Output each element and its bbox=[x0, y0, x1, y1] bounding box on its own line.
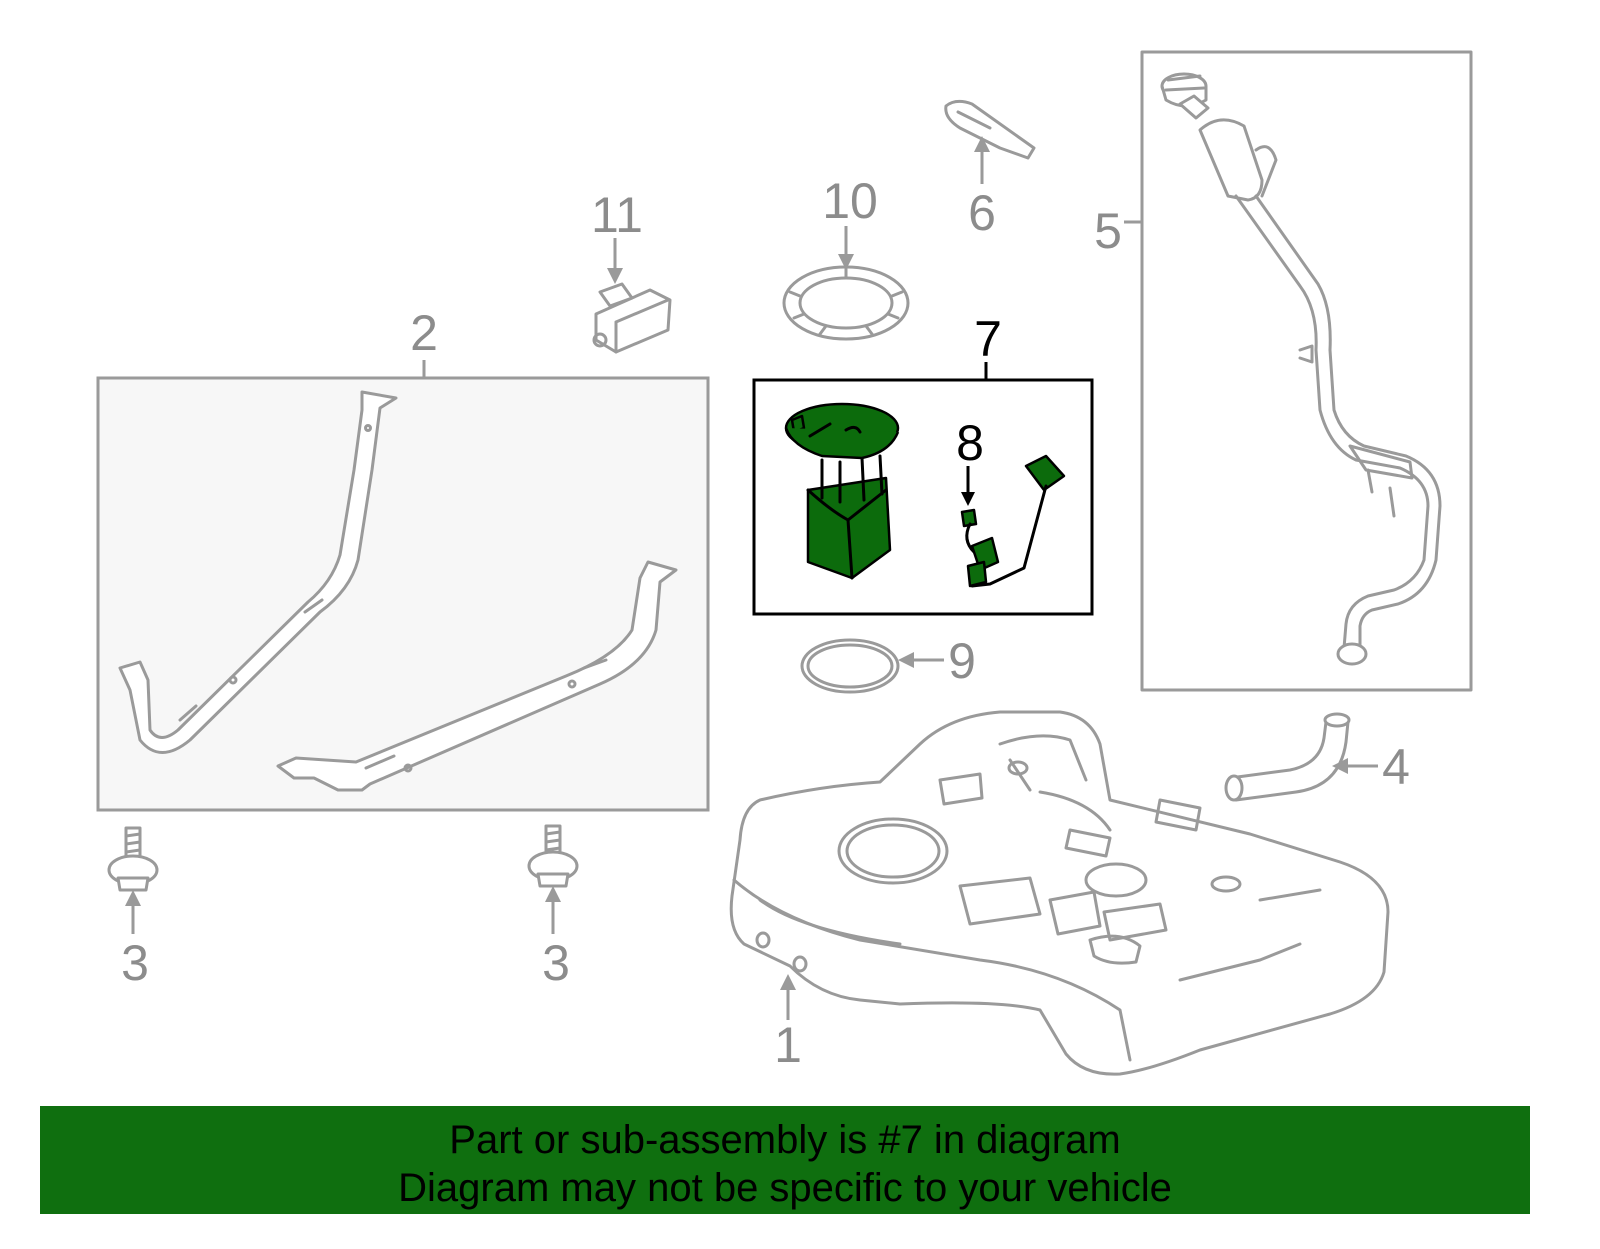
callout-4: 4 bbox=[1382, 739, 1410, 795]
level-sender-part-8 bbox=[960, 454, 1066, 588]
callout-11: 11 bbox=[591, 187, 643, 243]
strap-group bbox=[96, 376, 710, 812]
callout-1: 1 bbox=[774, 1017, 802, 1073]
leader-lines bbox=[125, 136, 1378, 1020]
callout-9: 9 bbox=[948, 633, 976, 689]
callout-6: 6 bbox=[968, 185, 996, 241]
callout-3-left: 3 bbox=[121, 935, 149, 991]
banner-line-2: Diagram may not be specific to your vehi… bbox=[398, 1166, 1172, 1210]
filler-pipe-box bbox=[1140, 50, 1473, 692]
callout-10: 10 bbox=[822, 173, 878, 229]
fuel-pump-group bbox=[752, 378, 1094, 616]
bracket-part-6 bbox=[944, 99, 1036, 160]
bolt-right bbox=[527, 824, 579, 888]
callout-3-right: 3 bbox=[542, 935, 570, 991]
lock-ring-part-10 bbox=[782, 265, 910, 341]
banner-line-1: Part or sub-assembly is #7 in diagram bbox=[449, 1118, 1121, 1162]
strap-group-box bbox=[96, 376, 710, 812]
fuel-tank-part-1 bbox=[729, 710, 1390, 1076]
seal-part-9 bbox=[800, 638, 900, 694]
left-strap bbox=[118, 390, 398, 754]
callout-8: 8 bbox=[956, 415, 984, 471]
callout-5: 5 bbox=[1094, 203, 1122, 259]
filler-pipe-group bbox=[1140, 50, 1473, 692]
callout-7: 7 bbox=[974, 311, 1002, 367]
bolt-left bbox=[107, 826, 159, 892]
info-banner: Part or sub-assembly is #7 in diagram Di… bbox=[40, 1106, 1530, 1214]
module-part-11 bbox=[592, 282, 672, 354]
callout-2: 2 bbox=[410, 305, 438, 361]
callout-numbers: 2 11 10 6 5 7 8 9 4 3 3 1 bbox=[121, 173, 1410, 1073]
hose-part-4 bbox=[1224, 712, 1351, 802]
fuel-pump-module bbox=[784, 402, 900, 580]
